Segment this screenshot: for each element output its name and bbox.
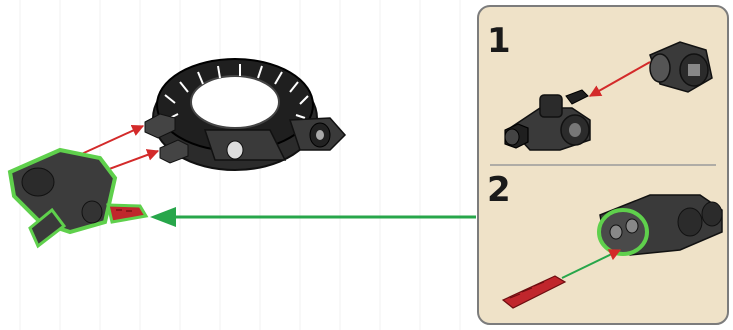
turntable-part-icon [145, 59, 345, 170]
transfer-arrow-head [150, 207, 176, 227]
step-number-2: 2 [487, 173, 511, 207]
step-number-1: 1 [487, 24, 511, 58]
assembled-subassembly-icon [10, 150, 146, 246]
